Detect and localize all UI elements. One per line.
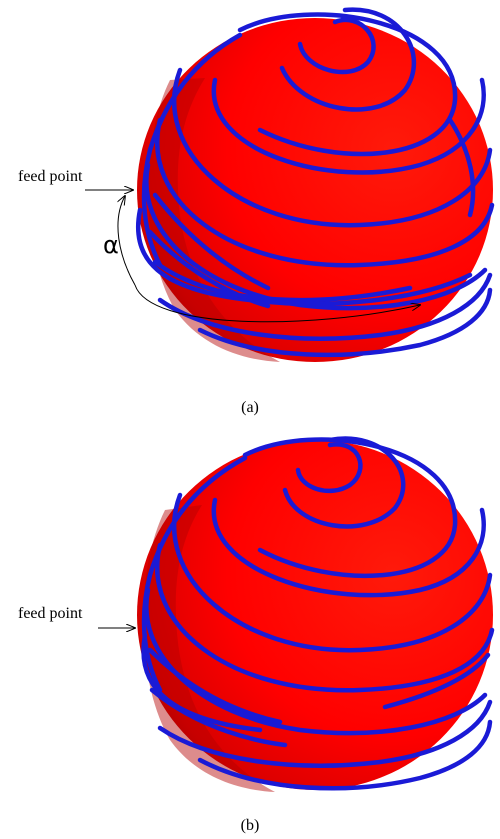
spiral-wire-segment — [141, 455, 248, 693]
angle-arc — [134, 284, 420, 323]
spiral-wire-segment — [147, 647, 283, 725]
spiral-wire-segment — [157, 272, 493, 341]
sphere-a — [137, 18, 493, 362]
angle-annotation-a: α — [103, 196, 420, 323]
spiral-wire-segment — [295, 442, 363, 494]
spiral-wire-segment — [197, 719, 493, 791]
spiral-wire-segment — [155, 542, 495, 693]
angle-alpha-label: α — [103, 231, 119, 259]
spiral-wire-segment — [147, 229, 271, 309]
spiral-wire-segment — [237, 12, 458, 157]
spiral-wire-segment — [149, 687, 288, 748]
sphere-body — [137, 18, 493, 362]
panel-b: feed point (b) — [18, 436, 495, 834]
spiral-wire-segment — [382, 652, 491, 710]
caption-b: (b) — [241, 817, 260, 834]
spiral-wire-segment — [211, 77, 486, 175]
spiral-wire-segment — [197, 287, 493, 358]
spiral-wire-b — [141, 436, 495, 791]
spiral-wire-segment — [297, 17, 376, 75]
feed-point-label: feed point — [18, 168, 83, 185]
feed-point-label: feed point — [18, 605, 83, 622]
spiral-wire-segment — [144, 587, 488, 736]
spiral-wire-segment — [242, 437, 458, 579]
feed-point-annotation-b: feed point — [18, 605, 135, 628]
sphere-shadow — [143, 505, 275, 792]
spiral-wire-segment — [172, 67, 493, 228]
feed-point-annotation-a: feed point — [18, 168, 133, 190]
spiral-wire-segment — [279, 7, 417, 112]
spiral-wire-segment — [211, 497, 486, 598]
panel-a: feed point α (a) — [18, 7, 495, 416]
spiral-wire-segment — [447, 117, 476, 218]
spiral-wire-segment — [155, 117, 495, 268]
sphere-shadow — [148, 78, 280, 362]
angle-arc-start — [118, 196, 136, 286]
spiral-wire-segment — [172, 492, 493, 653]
spiral-wire-segment — [157, 699, 493, 768]
spiral-wire-a — [135, 7, 495, 358]
spiral-wire-segment — [141, 32, 243, 268]
sphere-b — [137, 440, 493, 792]
spiral-wire-segment — [152, 192, 271, 291]
caption-a: (a) — [241, 399, 259, 416]
spiral-wire-segment — [152, 259, 413, 303]
